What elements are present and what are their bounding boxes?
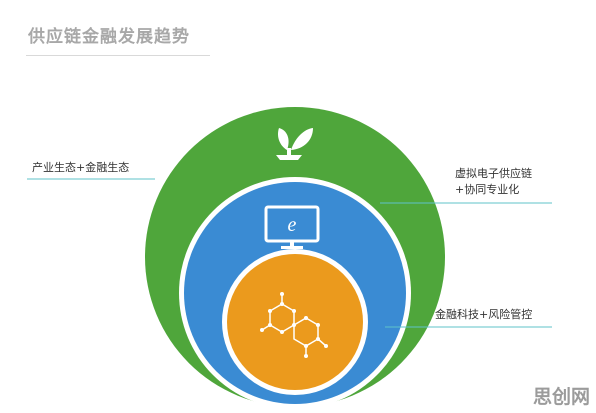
title-divider: [26, 55, 210, 56]
page-title: 供应链金融发展趋势: [28, 27, 190, 47]
label-virtual-supply-chain-line1: 虚拟电子供应链: [455, 167, 532, 180]
inner-circle-fintech: [227, 254, 363, 390]
label-fintech-risk: 金融科技+风险管控: [435, 308, 533, 321]
label-industry-ecosystem: 产业生态+金融生态: [32, 161, 130, 174]
watermark: 思创网: [532, 386, 590, 408]
label-virtual-supply-chain-line2: +协同专业化: [455, 183, 520, 196]
monitor-e-icon: e: [264, 205, 320, 249]
svg-text:e: e: [288, 214, 297, 236]
molecule-nodes: [260, 292, 328, 358]
sprout-icon: [276, 128, 313, 160]
